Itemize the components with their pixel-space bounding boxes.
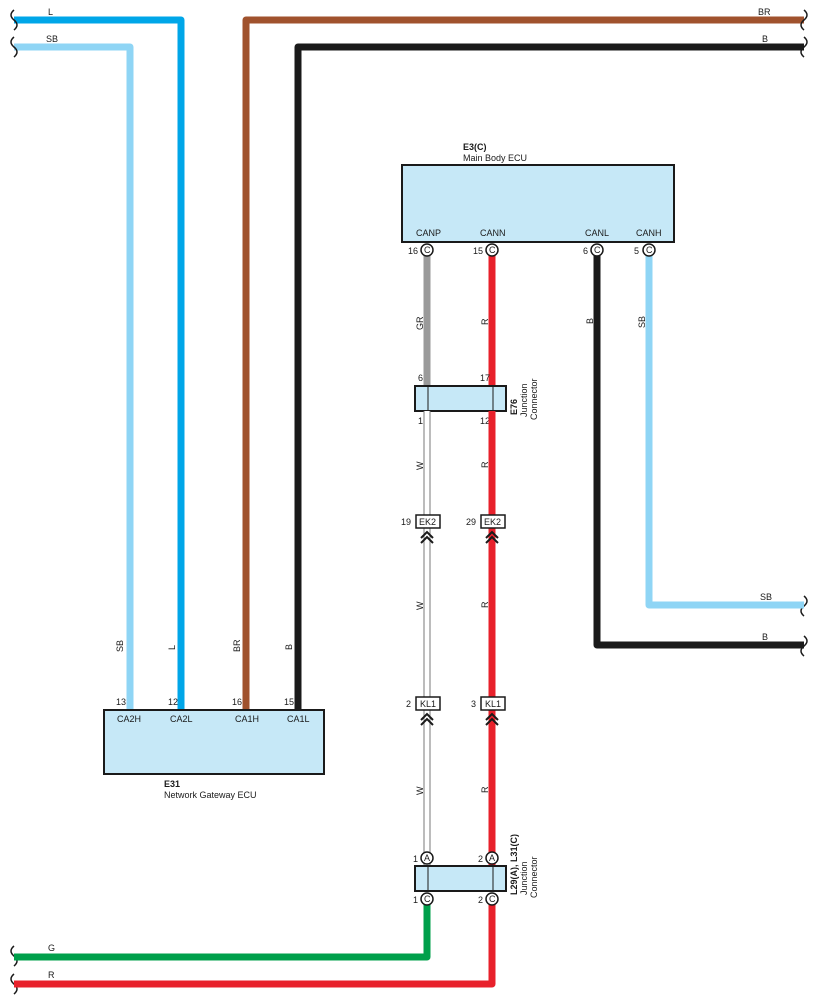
kl1-pin-3: 3 (471, 699, 476, 709)
ek2-label-left: EK2 (419, 517, 436, 527)
wire-l-top (14, 16, 185, 712)
main-body-pin-name-canl: CANL (585, 228, 609, 238)
gateway-pin-name-ca2h: CA2H (117, 714, 141, 724)
l29-l31-junction-box (414, 865, 507, 892)
wire-label-b-gw: B (284, 644, 294, 650)
junction-letter-c-left: C (424, 894, 431, 904)
ek2-pin-19: 19 (401, 517, 411, 527)
wire-label-r-bottom: R (48, 970, 55, 980)
e76-pin-6: 6 (418, 373, 423, 383)
junction-bottom-line1: Junction (519, 861, 529, 895)
junction-bottom-line2: Connector (529, 856, 539, 898)
gateway-pin-name-ca2l: CA2L (170, 714, 193, 724)
wire-label-w2: W (415, 601, 425, 610)
gateway-pin-12: 12 (168, 697, 178, 707)
wire-label-w1: W (415, 461, 425, 470)
wire-label-l-gw: L (167, 645, 177, 650)
kl1-label-left: KL1 (420, 699, 436, 709)
kl1-connector-left (415, 696, 441, 711)
wire-label-sb-top: SB (46, 34, 58, 44)
main-body-letter-canh: C (646, 245, 653, 255)
wire-label-r2: R (480, 601, 490, 608)
wire-label-b-canl: B (585, 318, 595, 324)
wire-label-l-top: L (48, 7, 53, 17)
gateway-pin-name-ca1l: CA1L (287, 714, 310, 724)
wire-label-b-top: B (762, 34, 768, 44)
gateway-pin-16: 16 (232, 697, 242, 707)
main-body-letter-canp: C (424, 245, 431, 255)
e76-code: E76 (509, 399, 519, 415)
wire-label-gr: GR (415, 316, 425, 330)
ek2-chevron-icons (420, 530, 499, 544)
main-body-ecu-box (401, 164, 675, 243)
junction-pin-2-bottom: 2 (478, 895, 483, 905)
wire-sb-top (14, 43, 134, 712)
wire-br-top (242, 16, 804, 712)
junction-bottom-code: L29(A), L31(C) (509, 834, 519, 895)
wire-label-g-bottom: G (48, 943, 55, 953)
e76-junction-box (414, 385, 507, 412)
main-body-letter-canl: C (594, 245, 601, 255)
gateway-pin-name-ca1h: CA1H (235, 714, 259, 724)
ek2-pin-29: 29 (466, 517, 476, 527)
wire-g-bottom (14, 899, 431, 961)
wire-label-r1: R (480, 461, 490, 468)
gateway-pin-13: 13 (116, 697, 126, 707)
junction-pin-1-top: 1 (413, 854, 418, 864)
e76-pin-12: 12 (480, 416, 490, 426)
ek2-label-right: EK2 (484, 517, 501, 527)
main-body-pin-16: 16 (408, 246, 418, 256)
wire-label-r3: R (480, 786, 490, 793)
main-body-letter-cann: C (489, 245, 496, 255)
wire-label-br-gw: BR (232, 639, 242, 652)
junction-letter-a-right: A (489, 853, 495, 863)
junction-bottom-pin-circles (420, 851, 499, 906)
e76-line2: Connector (529, 378, 539, 420)
gateway-ecu-code: E31 (164, 779, 180, 789)
main-body-pin-15: 15 (473, 246, 483, 256)
wire-label-sb-right: SB (760, 592, 772, 602)
kl1-connector-right (480, 696, 506, 711)
wire-label-r-cann: R (480, 318, 490, 325)
e76-pin-17: 17 (480, 373, 490, 383)
junction-letter-a-left: A (424, 853, 430, 863)
wire-label-b-right: B (762, 632, 768, 642)
main-body-name: Main Body ECU (463, 153, 527, 163)
ek2-connector-right (480, 514, 506, 529)
e76-pin-1: 1 (418, 416, 423, 426)
gateway-pin-15: 15 (284, 697, 294, 707)
wire-label-w3: W (415, 786, 425, 795)
gateway-ecu-box (103, 709, 325, 775)
junction-pin-1-bottom: 1 (413, 895, 418, 905)
main-body-code: E3(C) (463, 142, 487, 152)
wire-label-sb-canh: SB (637, 316, 647, 328)
wire-canh-sb (645, 250, 804, 609)
junction-letter-c-right: C (489, 894, 496, 904)
main-body-pin-name-canp: CANP (416, 228, 441, 238)
main-body-pin-6: 6 (583, 246, 588, 256)
wire-b-top (294, 43, 804, 712)
wire-r-bottom (14, 899, 496, 988)
wire-label-sb-gw: SB (115, 640, 125, 652)
main-body-pin-name-canh: CANH (636, 228, 662, 238)
main-body-pin-name-cann: CANN (480, 228, 506, 238)
junction-pin-2-top: 2 (478, 854, 483, 864)
wire-label-br-top: BR (758, 7, 771, 17)
main-body-pin-5: 5 (634, 246, 639, 256)
main-body-connector-pins (420, 243, 656, 257)
kl1-label-right: KL1 (485, 699, 501, 709)
e76-line1: Junction (519, 383, 529, 417)
kl1-chevron-icons (420, 712, 499, 726)
kl1-pin-2: 2 (406, 699, 411, 709)
ek2-connector-left (415, 514, 441, 529)
gateway-ecu-name: Network Gateway ECU (164, 790, 257, 800)
wire-canl-b (593, 250, 804, 649)
